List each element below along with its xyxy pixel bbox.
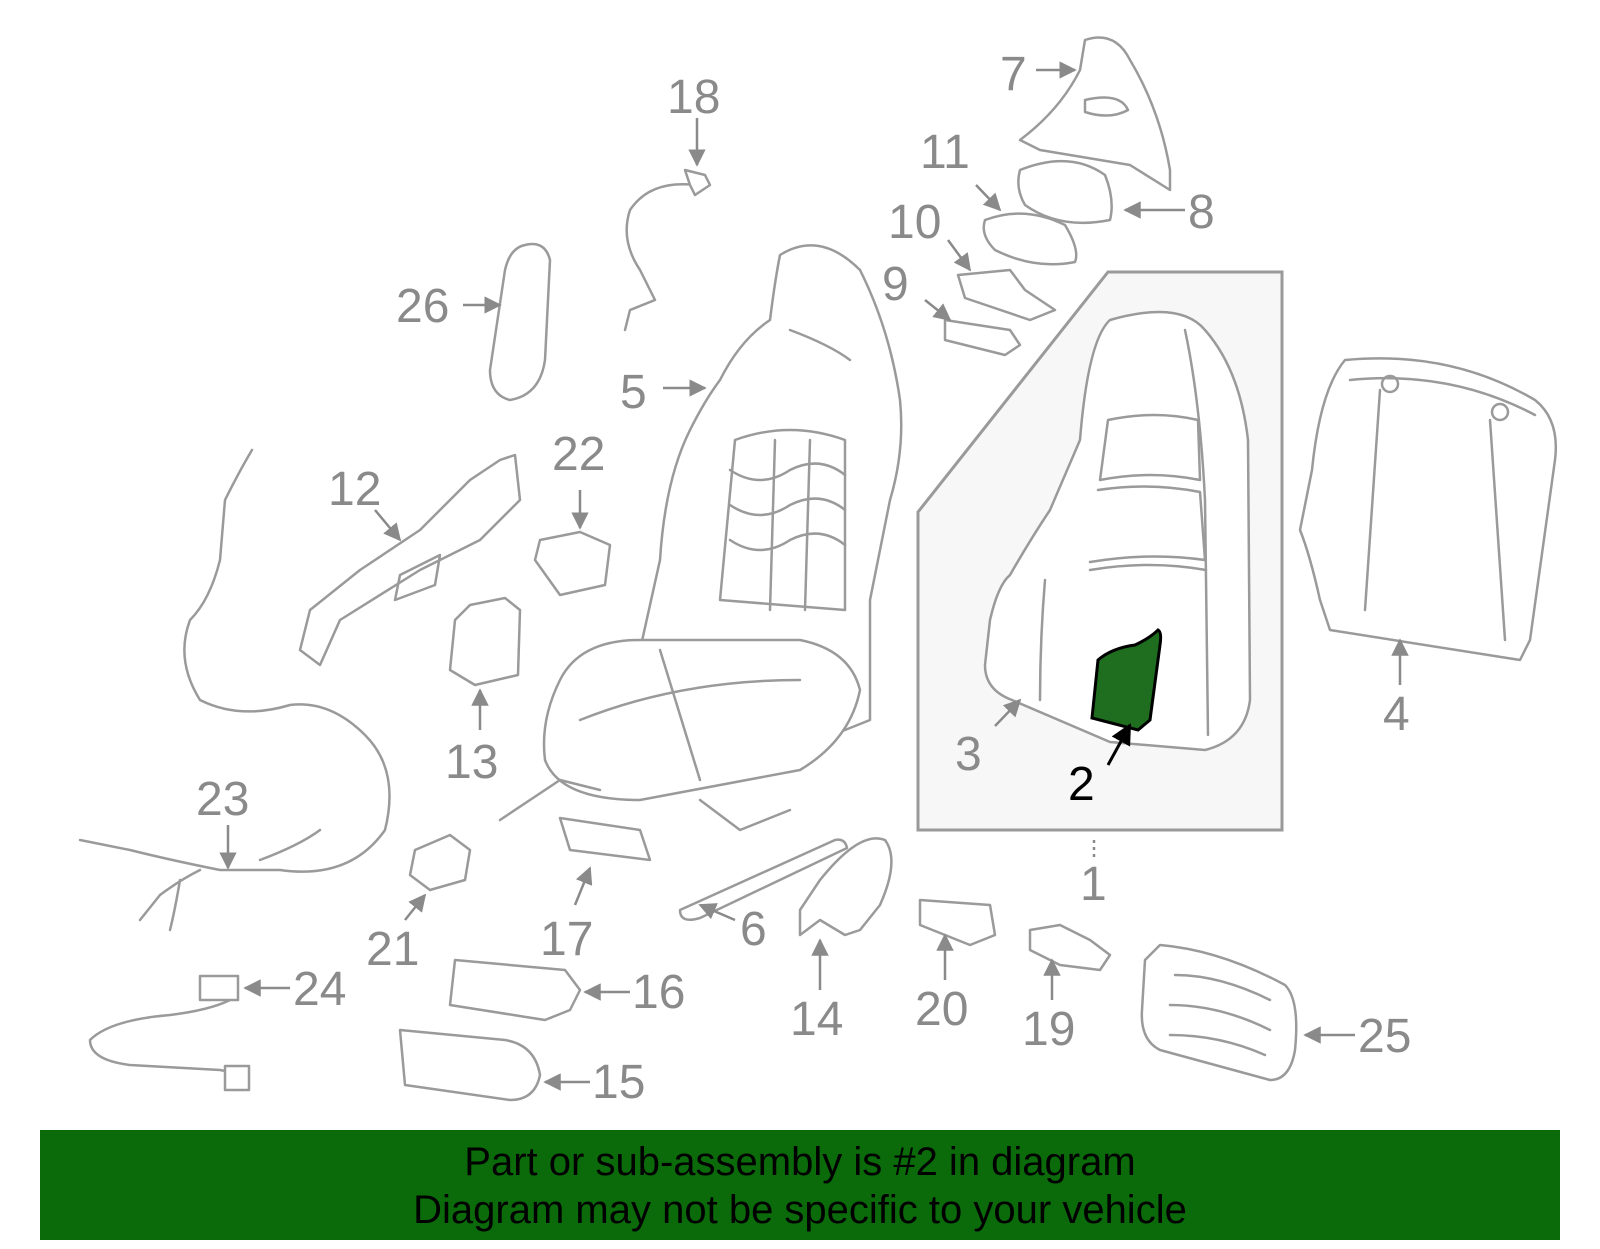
part-26-trim[interactable]	[488, 242, 552, 402]
part-23-branch-2	[168, 878, 182, 932]
label-5: 5	[620, 366, 647, 419]
label-14: 14	[790, 993, 843, 1046]
part-10-bracket[interactable]	[956, 268, 1057, 322]
part-7-slot	[1083, 96, 1130, 117]
part-12-side-shield[interactable]	[298, 453, 522, 667]
part-20-clip[interactable]	[918, 898, 997, 947]
part-2-highlighted[interactable]	[1090, 628, 1163, 732]
info-banner: Part or sub-assembly is #2 in diagram Di…	[40, 1130, 1560, 1240]
part-19-bracket[interactable]	[1028, 923, 1112, 972]
label-24: 24	[293, 963, 346, 1016]
part-11-ring[interactable]	[982, 212, 1078, 266]
parts-diagram: 1 2 3 4 5 6 7 8 9 10 11 12 13 14 15 16 1…	[78, 36, 1557, 1109]
leader-12	[374, 509, 402, 542]
part-12-switch	[393, 553, 442, 602]
label-6: 6	[740, 903, 767, 956]
label-10: 10	[888, 196, 941, 249]
part-9-guide[interactable]	[943, 318, 1022, 357]
label-21: 21	[366, 923, 419, 976]
label-1: 1	[1080, 858, 1107, 911]
part-3-seatback-cover[interactable]	[983, 310, 1252, 752]
label-23: 23	[196, 773, 249, 826]
part-22-clip[interactable]	[533, 530, 612, 597]
label-15: 15	[592, 1056, 645, 1109]
leader-3	[994, 698, 1022, 727]
part-23-branch-1	[138, 868, 202, 922]
leader-11	[975, 184, 1002, 212]
leader-2	[1106, 723, 1132, 766]
label-26: 26	[396, 280, 449, 333]
banner-line-2: Diagram may not be specific to your vehi…	[413, 1188, 1187, 1232]
label-7: 7	[1000, 48, 1027, 101]
part-18-cable-head	[683, 168, 712, 197]
label-20: 20	[915, 983, 968, 1036]
leader-6	[698, 903, 736, 922]
part-25-slot-2	[1168, 1003, 1272, 1032]
part-23-branch-3	[258, 828, 322, 862]
part-6-rail[interactable]	[678, 838, 849, 921]
label-12: 12	[328, 463, 381, 516]
label-16: 16	[632, 966, 685, 1019]
part-24-connector-a	[198, 974, 240, 1002]
part-5-seat-frame[interactable]	[638, 244, 903, 742]
banner-line-1: Part or sub-assembly is #2 in diagram	[464, 1140, 1136, 1184]
part-8-trim[interactable]	[1017, 159, 1113, 225]
label-18: 18	[667, 71, 720, 124]
label-8: 8	[1188, 186, 1215, 239]
label-4: 4	[1383, 688, 1410, 741]
leader-17	[573, 866, 593, 906]
part-25-cover[interactable]	[1140, 943, 1298, 1082]
part-24-cable[interactable]	[88, 998, 247, 1077]
label-19: 19	[1022, 1003, 1075, 1056]
part-21-cover[interactable]	[408, 833, 472, 892]
label-3: 3	[955, 728, 982, 781]
label-17: 17	[540, 913, 593, 966]
part-25-slot-1	[1173, 973, 1272, 1002]
part-17-cover[interactable]	[558, 816, 652, 862]
part-24-connector-b	[223, 1064, 251, 1092]
label-22: 22	[552, 428, 605, 481]
part-23-wiring-harness[interactable]	[78, 448, 391, 873]
leader-9	[924, 299, 952, 322]
label-2: 2	[1068, 758, 1095, 811]
part-15-trim[interactable]	[398, 1028, 542, 1102]
part-25-slot-3	[1168, 1033, 1267, 1057]
part-16-bracket[interactable]	[448, 958, 582, 1022]
leader-21	[404, 893, 427, 921]
part-18-cable[interactable]	[623, 183, 697, 332]
leader-10	[946, 239, 972, 272]
part-4-back-panel[interactable]	[1298, 357, 1557, 662]
label-9: 9	[882, 258, 909, 311]
label-25: 25	[1358, 1010, 1411, 1063]
seat-cushion	[498, 638, 862, 832]
part-13-module[interactable]	[448, 596, 522, 687]
part-14-trim[interactable]	[798, 837, 893, 937]
label-11: 11	[920, 126, 970, 179]
label-13: 13	[445, 736, 498, 789]
